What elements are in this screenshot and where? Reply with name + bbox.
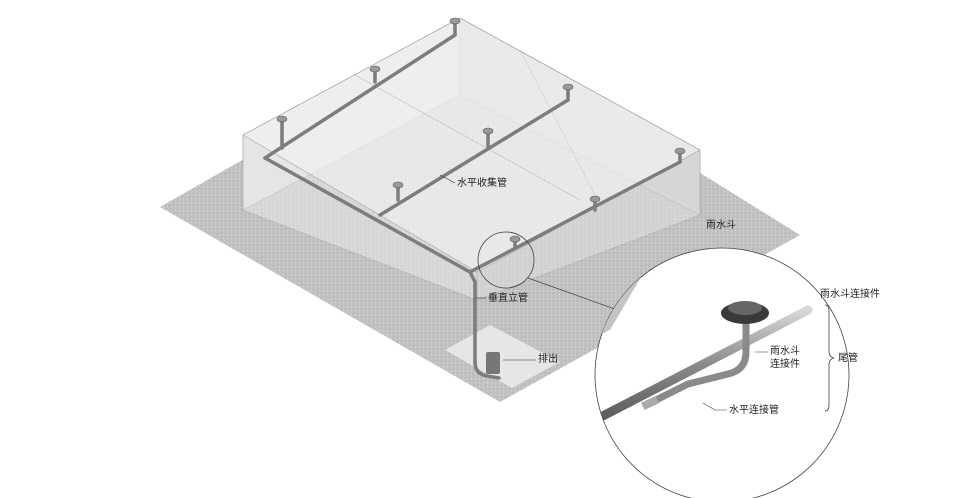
- label-horizontal-collector: 水平收集管: [457, 178, 507, 189]
- label-hopper-connector-title: 雨水斗连接件: [820, 289, 880, 300]
- tail-pipe-brace: [824, 304, 835, 412]
- label-inset-hopper-line2: 连接件: [770, 359, 800, 370]
- pipe-network: [263, 20, 682, 380]
- label-inset-hopper-line1: 雨水斗: [770, 346, 800, 357]
- label-discharge: 排出: [538, 354, 558, 365]
- label-tail-pipe: 尾管: [838, 353, 858, 364]
- detail-marker: [477, 231, 535, 289]
- label-rain-hopper: 雨水斗: [706, 220, 736, 231]
- label-inset-hopper: 雨水斗 连接件: [770, 345, 800, 371]
- discharge-pipe: [486, 352, 500, 374]
- label-vertical-riser: 垂直立管: [488, 293, 528, 304]
- label-horizontal-connector: 水平连接管: [729, 405, 779, 416]
- rain-hoppers: [276, 17, 686, 243]
